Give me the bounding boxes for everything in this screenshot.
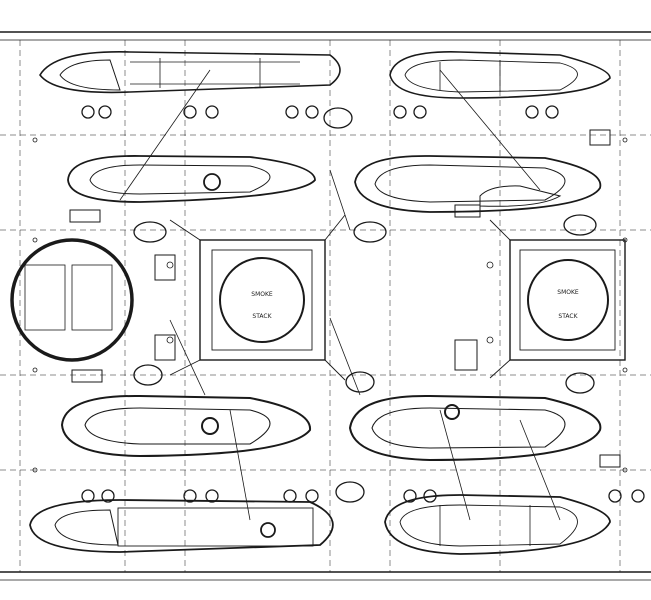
smoke-stack-casing <box>169 214 346 381</box>
smoke-stack-funnel: SMOKE STACK <box>219 257 305 343</box>
funnel-label: STACK <box>252 313 272 320</box>
deck-edge-lines <box>0 31 651 581</box>
smoke-stack-funnel: SMOKE STACK <box>527 259 609 341</box>
funnel-label: SMOKE <box>557 289 579 296</box>
funnel-label: STACK <box>558 313 578 320</box>
skylight-circle <box>10 238 134 362</box>
lifeboat <box>67 155 316 203</box>
smoke-stack-casing <box>489 219 626 379</box>
bollards <box>81 105 645 503</box>
funnel-label: SMOKE <box>251 291 273 298</box>
lifeboat <box>29 499 334 553</box>
ventilators <box>133 107 597 503</box>
lifeboat <box>348 394 602 462</box>
deck-fittings <box>69 129 621 468</box>
lifeboat <box>354 155 602 213</box>
lifeboat <box>39 51 341 94</box>
frame-grid <box>0 40 651 572</box>
lifeboat <box>384 494 611 555</box>
annotation-marks <box>32 69 628 521</box>
lifeboat <box>60 394 312 458</box>
lifeboat <box>389 51 611 99</box>
